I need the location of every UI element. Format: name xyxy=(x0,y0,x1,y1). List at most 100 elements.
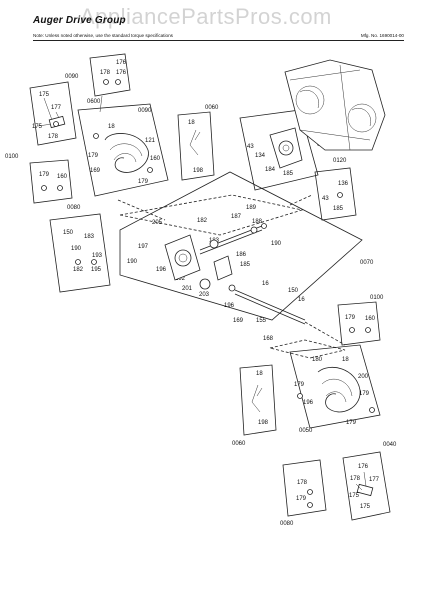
part-label: 198 xyxy=(258,420,269,426)
group-0080-left: 0080 150 183 190 193 182 195 xyxy=(49,205,111,293)
shear-bolt-lines xyxy=(251,384,263,413)
part-label: 178 xyxy=(297,480,308,486)
nut-part xyxy=(57,185,63,191)
part-label: 200 xyxy=(358,374,369,380)
auger-housing-sketch xyxy=(284,59,386,151)
part-label: 180 xyxy=(312,357,323,363)
connection-lines xyxy=(99,95,346,346)
dashed-connector xyxy=(304,321,346,346)
part-label: 179 xyxy=(296,496,307,502)
group-0070: 0070 205 182 189 187 188 197 183 190 186… xyxy=(119,171,374,342)
group-0050: 180 18 179 200 196 179 179 0050 xyxy=(269,339,381,434)
gearbox-dashed-outline xyxy=(119,194,304,236)
housing-body xyxy=(284,59,386,151)
part-label: 178 xyxy=(48,134,59,140)
group-number: 0080 xyxy=(280,521,294,527)
group-number: 0100 xyxy=(5,154,19,160)
group-0050-outline xyxy=(289,344,381,429)
part-label: 198 xyxy=(193,168,204,174)
part-label: 205 xyxy=(152,220,163,226)
part-label: 18 xyxy=(342,357,349,363)
group-number: 0120 xyxy=(333,158,347,164)
part-label: 175 xyxy=(349,493,360,499)
group-0120-outline xyxy=(314,167,357,221)
part-label: 150 xyxy=(63,230,74,236)
group-number: 0090 xyxy=(138,108,152,114)
dashed-connector xyxy=(289,194,313,206)
part-label: 168 xyxy=(263,336,274,342)
group-number: 0060 xyxy=(205,105,219,111)
mfg-number: Mfg. No. 1690014-00 xyxy=(360,33,404,38)
washer-part xyxy=(337,192,343,198)
part-label: 179 xyxy=(359,391,370,397)
part-label: 160 xyxy=(57,174,68,180)
gear-inner xyxy=(178,253,188,263)
auger-flight-detail xyxy=(109,143,143,163)
group-number: 0090 xyxy=(65,74,79,80)
part-label: 176 xyxy=(116,70,127,76)
housing-right-auger xyxy=(347,103,377,133)
group-0100-left: 0100 179 160 xyxy=(5,154,73,204)
auger-shaft-part xyxy=(234,293,306,325)
part-label: 175 xyxy=(39,92,50,98)
part-label: 178 xyxy=(100,70,111,76)
part-label: 185 xyxy=(283,171,294,177)
part-label: 190 xyxy=(127,259,138,265)
group-0120: 0120 136 43 185 xyxy=(314,158,357,221)
group-number: 0600 xyxy=(87,99,101,105)
header: AppliancePartsPros.com Auger Drive Group… xyxy=(0,0,424,50)
part-label: 16 xyxy=(262,281,269,287)
group-0600-outline xyxy=(89,53,131,97)
part-label: 18 xyxy=(188,120,195,126)
part-label: 121 xyxy=(145,138,156,144)
group-number: 0040 xyxy=(383,442,397,448)
page-title: Auger Drive Group xyxy=(33,15,126,26)
bolt-part xyxy=(297,393,303,399)
bearing-part xyxy=(75,259,81,265)
part-label: 179 xyxy=(345,315,356,321)
washer-part xyxy=(307,489,313,495)
part-label: 179 xyxy=(39,172,50,178)
washer-part xyxy=(115,79,121,85)
group-0050-dashed-link xyxy=(269,339,346,359)
gear-part xyxy=(174,249,192,267)
part-label: 183 xyxy=(84,234,95,240)
part-label: 185 xyxy=(240,262,251,268)
bearing-part xyxy=(209,239,219,249)
washer-part xyxy=(91,259,97,265)
part-label: 150 xyxy=(288,288,299,294)
watermark: AppliancePartsPros.com xyxy=(80,4,332,29)
auger-spirals xyxy=(299,90,372,127)
part-label: 176 xyxy=(116,60,127,66)
part-label: 136 xyxy=(338,181,349,187)
washer-part xyxy=(307,502,313,508)
part-label: 179 xyxy=(138,179,149,185)
auger-flight-part xyxy=(317,366,361,413)
worm-shaft-part xyxy=(199,229,263,255)
part-label: 195 xyxy=(91,267,102,273)
auger-flight-detail xyxy=(321,378,353,403)
group-0100-right-outline xyxy=(337,301,381,346)
bearing-inner xyxy=(282,144,290,152)
part-label: 186 xyxy=(236,252,247,258)
part-label: 203 xyxy=(199,292,210,298)
part-label: 18 xyxy=(256,371,263,377)
pin-part xyxy=(53,121,59,127)
part-label: 155 xyxy=(256,318,267,324)
part-label: 184 xyxy=(265,167,276,173)
gear-part xyxy=(199,278,211,290)
washer-part xyxy=(261,223,267,229)
seal-part xyxy=(250,226,258,234)
bearing-part xyxy=(278,140,294,156)
part-label: 182 xyxy=(73,267,84,273)
group-0060-top-outline xyxy=(177,111,215,181)
housing-lines xyxy=(289,64,371,151)
part-label: 182 xyxy=(197,218,208,224)
part-label: 175 xyxy=(360,504,371,510)
group-0090-top: 0090 175 177 175 178 xyxy=(29,74,79,146)
part-label: 196 xyxy=(156,267,167,273)
nut-part xyxy=(369,407,375,413)
nut-part xyxy=(147,167,153,173)
part-label: 187 xyxy=(231,214,242,220)
